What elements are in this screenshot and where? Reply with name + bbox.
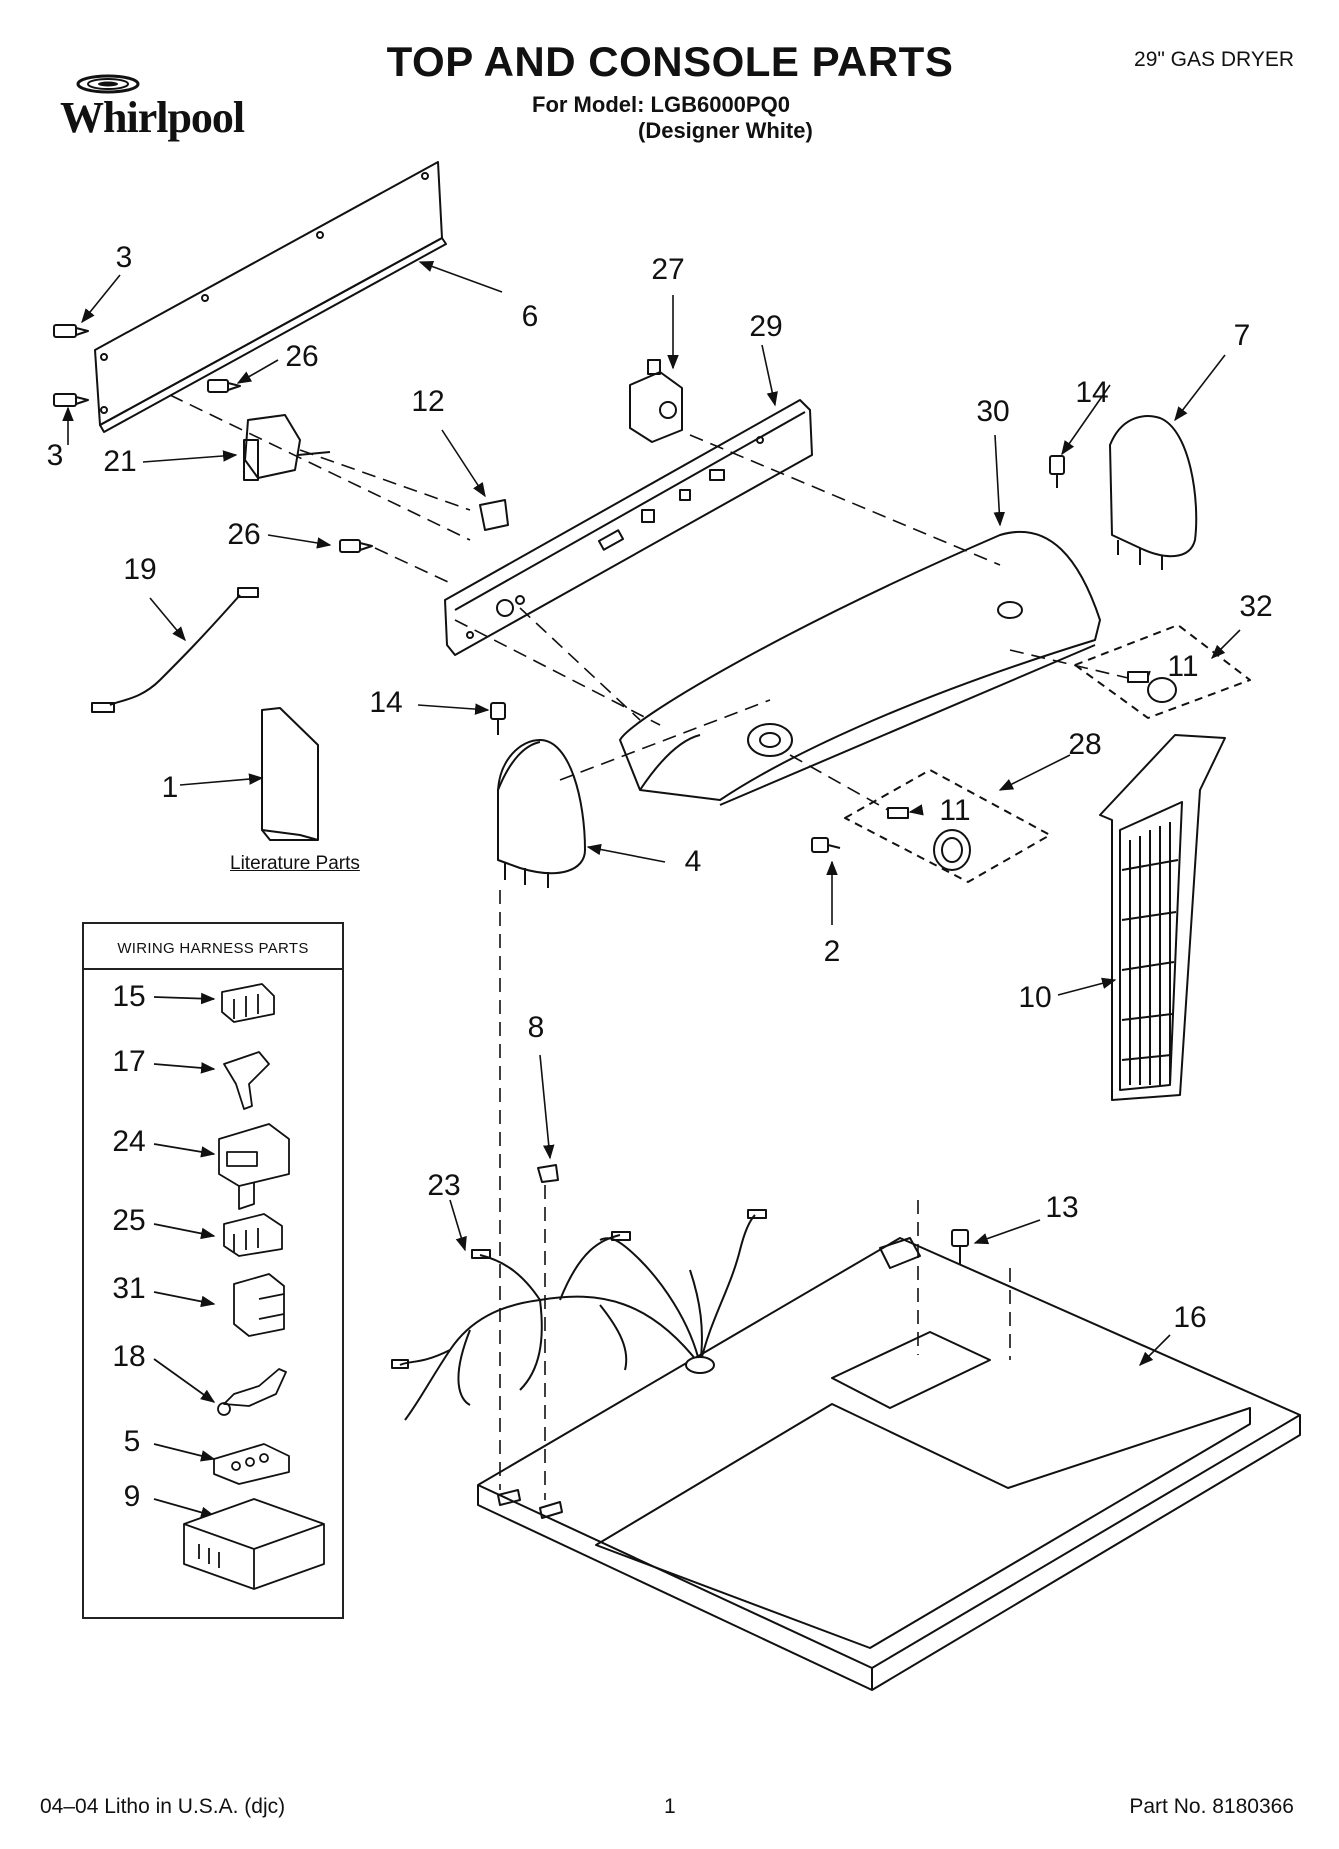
callout-2: 2	[823, 935, 841, 968]
callout-14: 14	[369, 686, 403, 719]
callout-15: 15	[112, 980, 146, 1013]
assembly-guide-lines	[169, 394, 1129, 1500]
callout-21: 21	[103, 445, 137, 478]
console-bracket-29	[444, 399, 813, 656]
callout-26: 26	[285, 340, 319, 373]
product-label: 29" GAS DRYER	[1134, 48, 1294, 71]
footer-litho: 04–04 Litho in U.S.A. (djc)	[40, 1795, 286, 1818]
console-30	[619, 530, 1101, 806]
callout-16: 16	[1173, 1301, 1207, 1334]
callout-3: 3	[46, 439, 64, 472]
screw-13	[951, 1229, 969, 1264]
callout-29: 29	[749, 310, 783, 343]
callout-11: 11	[1167, 650, 1199, 683]
end-cap-4	[497, 739, 586, 888]
wiring-harness-parts-box: WIRING HARNESS PARTS	[82, 922, 344, 1619]
callout-26: 26	[227, 518, 261, 551]
callout-leaders	[62, 261, 1241, 1367]
top-panel-16	[477, 1237, 1301, 1691]
callout-19: 19	[123, 553, 157, 586]
callout-23: 23	[427, 1169, 461, 1202]
connector-31	[233, 1273, 285, 1337]
callout-7: 7	[1233, 319, 1251, 352]
connector-25	[223, 1213, 283, 1257]
literature-pack-1	[261, 707, 319, 841]
timer-21	[243, 414, 331, 481]
screw-14-lower	[490, 702, 506, 735]
callout-28: 28	[1068, 728, 1102, 761]
end-cap-7	[1109, 415, 1198, 570]
callout-24: 24	[112, 1125, 146, 1158]
callout-6: 6	[521, 300, 539, 333]
screw-26-upper	[207, 379, 241, 393]
wiring-harness-23	[391, 1209, 767, 1421]
callout-5: 5	[123, 1425, 141, 1458]
callout-31: 31	[112, 1272, 146, 1305]
clip-12	[479, 499, 509, 531]
footer-page-number: 1	[664, 1795, 676, 1818]
screw-26-lower	[339, 539, 373, 553]
callout-1: 1	[161, 771, 179, 804]
lint-screen-10	[1099, 734, 1226, 1101]
callout-14: 14	[1075, 376, 1109, 409]
connector-24	[218, 1123, 290, 1210]
screw-2	[811, 837, 841, 853]
box-divider	[84, 968, 342, 970]
color-line: (Designer White)	[638, 118, 813, 143]
page-title: TOP AND CONSOLE PARTS	[386, 38, 954, 85]
model-line: For Model: LGB6000PQ0	[532, 92, 790, 117]
switch-27	[629, 359, 683, 443]
wiring-harness-title: WIRING HARNESS PARTS	[117, 940, 309, 957]
callout-8: 8	[527, 1011, 545, 1044]
callout-32: 32	[1239, 590, 1273, 623]
callout-4: 4	[684, 845, 702, 878]
connector-15	[221, 983, 275, 1023]
connector-17	[223, 1051, 270, 1110]
callout-10: 10	[1018, 981, 1052, 1014]
callout-13: 13	[1045, 1191, 1079, 1224]
callout-27: 27	[651, 253, 685, 286]
callout-3: 3	[115, 241, 133, 274]
clip-8	[537, 1164, 559, 1183]
brand-wordmark: Whirlpool	[60, 93, 245, 142]
whirlpool-logo	[76, 74, 140, 94]
callout-11: 11	[939, 794, 971, 827]
callout-12: 12	[411, 385, 445, 418]
callout-9: 9	[123, 1480, 141, 1513]
connector-5	[213, 1443, 290, 1485]
wire-19	[91, 587, 259, 713]
wiring-harness-drawings	[153, 983, 325, 1590]
terminal-18	[217, 1368, 287, 1416]
literature-parts-label: Literature Parts	[230, 853, 360, 874]
footer-part-number: Part No. 8180366	[1129, 1795, 1294, 1818]
screw-14-upper	[1049, 455, 1065, 488]
rear-panel-6	[94, 161, 447, 433]
connector-9	[183, 1498, 325, 1590]
callout-30: 30	[976, 395, 1010, 428]
callout-18: 18	[112, 1340, 146, 1373]
callout-25: 25	[112, 1204, 146, 1237]
screw-3-upper	[53, 324, 89, 338]
knob-group-28	[844, 769, 1051, 883]
screw-3-lower	[53, 393, 89, 407]
callout-17: 17	[112, 1045, 146, 1078]
